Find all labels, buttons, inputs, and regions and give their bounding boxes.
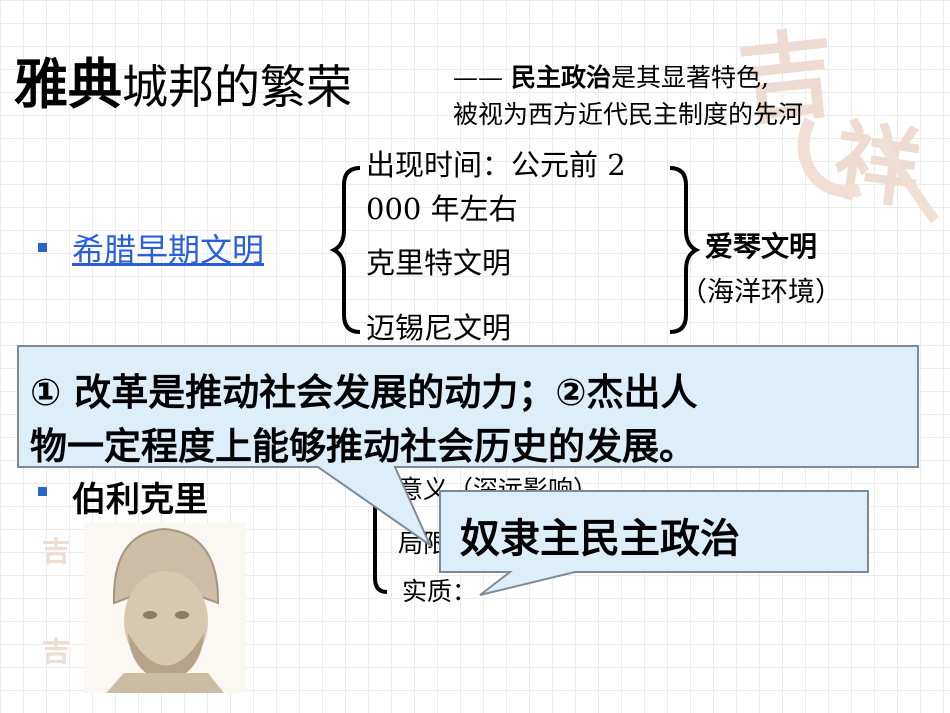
reform-callout-line2: 物一定程度上能够推动社会历史的发展。 <box>30 425 696 468</box>
environment-note: （海洋环境） <box>680 277 842 308</box>
watermark-small-2: 吉 <box>42 635 71 668</box>
time-line1: 出现时间：公元前 2 <box>366 148 626 182</box>
reform-callout-line1: ① 改革是推动社会发展的动力；②杰出人 <box>30 371 698 414</box>
bullet-marker <box>38 243 47 252</box>
subtitle-line1: —— 民主政治是其显著特色, <box>453 58 769 94</box>
democracy-callout: 奴隶主民主政治 <box>460 516 740 562</box>
subtitle-dash: —— <box>453 63 503 92</box>
pericles-bust-image <box>84 523 246 693</box>
mycenae-civilization: 迈锡尼文明 <box>366 311 512 345</box>
pericles-essence: 实质： <box>402 577 478 606</box>
time-line2: 000 年左右 <box>366 192 518 226</box>
subtitle-line2: 被视为西方近代民主制度的先河 <box>453 100 804 129</box>
subtitle-bold: 民主政治 <box>510 63 611 92</box>
title-bold: 雅典 <box>14 52 122 116</box>
left-brace <box>330 166 361 334</box>
subtitle-rest: 是其显著特色, <box>610 63 769 92</box>
bullet-marker-pericles <box>38 487 47 496</box>
watermark-small-1: 吉 <box>42 535 71 568</box>
aegean-civilization: 爱琴文明 <box>705 230 818 263</box>
early-civilization-link[interactable]: 希腊早期文明 <box>72 231 265 269</box>
crete-civilization: 克里特文明 <box>366 246 512 280</box>
right-brace <box>669 166 701 334</box>
page-title: 雅典 城邦的繁荣 <box>14 40 352 119</box>
pericles-label: 伯利克里 <box>72 480 208 520</box>
watermark-brush-strokes <box>797 117 940 223</box>
title-rest: 城邦的繁荣 <box>122 60 352 114</box>
